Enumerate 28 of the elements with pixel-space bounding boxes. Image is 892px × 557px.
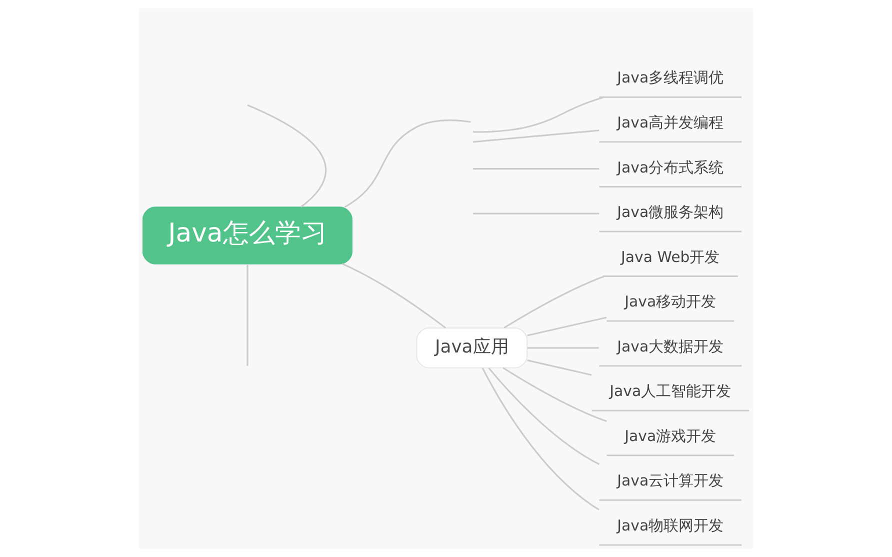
node-text: Java Web开发 — [621, 248, 720, 266]
node-box: Java应用 — [416, 328, 528, 368]
connector — [472, 130, 600, 143]
connector — [344, 120, 471, 208]
node-box: Java怎么学习 — [142, 206, 352, 264]
node-text: Java分布式系统 — [617, 158, 724, 176]
node-text: Java高并发编程 — [617, 113, 724, 132]
node-text: Java移动开发 — [624, 292, 716, 311]
node-text: Java微服务架构 — [617, 203, 724, 222]
connector — [527, 347, 599, 349]
connector — [504, 276, 604, 328]
connector — [482, 368, 600, 510]
connector — [502, 367, 607, 422]
node-text: Java物联网开发 — [617, 516, 724, 535]
connector — [247, 104, 326, 208]
node-text: Java游戏开发 — [624, 426, 716, 445]
connector — [473, 168, 600, 170]
connector — [488, 368, 600, 465]
connector — [246, 264, 248, 366]
connector — [473, 212, 600, 214]
connector — [527, 360, 592, 376]
node-text: Java多线程调优 — [617, 68, 724, 87]
connector — [527, 316, 607, 336]
node-text: Java云计算开发 — [617, 472, 724, 490]
connector — [472, 96, 604, 133]
connector — [342, 263, 446, 329]
node-text: Java大数据开发 — [617, 337, 724, 356]
node-text: Java人工智能开发 — [610, 382, 732, 400]
